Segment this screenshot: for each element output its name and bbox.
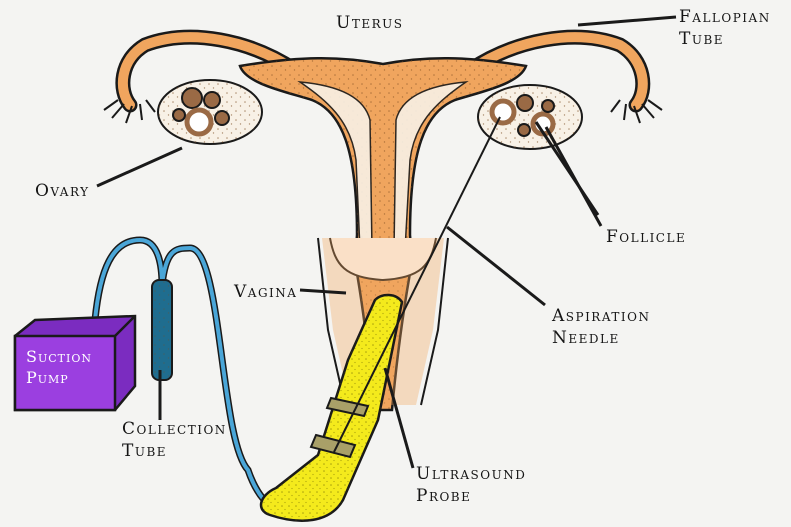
label-vagina: Vagina — [234, 281, 297, 303]
label-uterus: Uterus — [336, 12, 403, 34]
ovary-left — [158, 80, 262, 144]
label-ultrasound-probe: Ultrasound Probe — [416, 463, 526, 507]
ovary-right — [478, 85, 582, 149]
label-aspiration-needle: Aspiration Needle — [552, 305, 650, 349]
label-fallopian-tube: Fallopian Tube — [679, 6, 771, 50]
label-collection-tube: Collection Tube — [122, 418, 227, 462]
label-suction-pump-line-2: Pump — [26, 367, 92, 388]
label-suction-pump: Suction Pump — [26, 346, 92, 388]
label-aspiration-needle-line-1: Aspiration — [552, 305, 650, 327]
label-ultrasound-probe-line-2: Probe — [416, 485, 526, 507]
label-collection-tube-line-2: Tube — [122, 440, 227, 462]
label-ultrasound-probe-line-1: Ultrasound — [416, 463, 526, 485]
collection-tube — [152, 280, 172, 380]
label-fallopian-tube-line-1: Fallopian — [679, 6, 771, 28]
label-ovary: Ovary — [35, 180, 90, 202]
label-suction-pump-line-1: Suction — [26, 346, 92, 367]
ultrasound-probe — [261, 295, 402, 521]
label-aspiration-needle-line-2: Needle — [552, 327, 650, 349]
label-fallopian-tube-line-2: Tube — [679, 28, 771, 50]
label-follicle: Follicle — [606, 226, 686, 248]
label-collection-tube-line-1: Collection — [122, 418, 227, 440]
